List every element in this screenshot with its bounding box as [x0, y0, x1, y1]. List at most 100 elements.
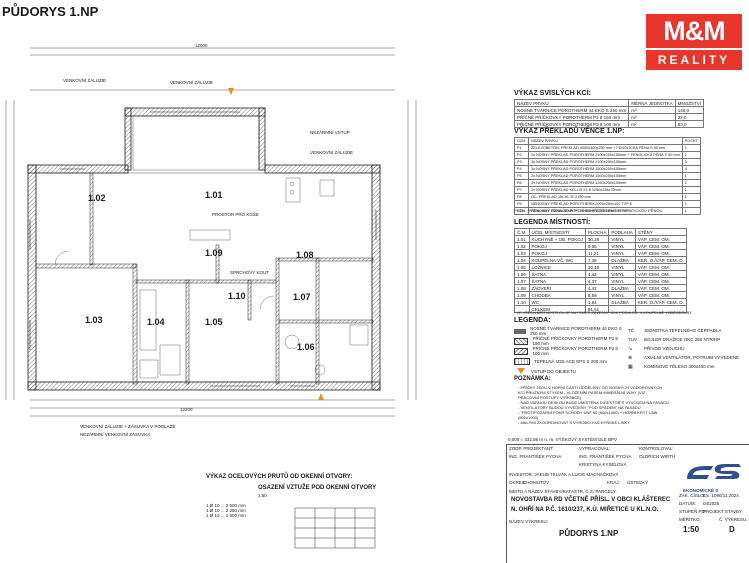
table-cell: 10,48 [584, 263, 610, 271]
osazeni-scale: 1:50 [258, 493, 267, 498]
vykaz-svislych-caption: VÝKAZ SVISLÝCH KCÍ: [514, 90, 592, 97]
table-cell: 1 [681, 151, 701, 159]
label-venk-zaluzie-b: VENKOVNÍ ZÁLUZIE [170, 80, 214, 85]
prut-row: 1 Ø 10 ... 2 250 mm [206, 508, 246, 513]
table-cell: 9,65 [584, 242, 610, 250]
wall-swatch [514, 328, 527, 334]
wall-swatch [514, 347, 529, 355]
table-cell: 53,0 [674, 120, 704, 128]
osazeni-drawing [294, 507, 376, 549]
note-line: (600x1000) [518, 415, 539, 420]
tb-vyprac: ING. FRANTIŠEK PÝCHA [579, 454, 632, 459]
table-cell: 1 [681, 186, 701, 194]
label-bottom-note-a: VENKOVNÍ ZÁLUZIE + ZÁSUVKA V PODLAZE [80, 424, 176, 429]
tb-cvyk-lbl: Č. VÝKRESU: [719, 517, 748, 522]
table-cell: 1.10 [514, 298, 530, 306]
vykaz-prutu-caption: VÝKAZ OCELOVÝCH PRUTŮ OD OKENNÍ OTVORY: [206, 474, 353, 480]
table-cell: KER. O./VÁP. CEM. O. [634, 256, 687, 264]
prut-row: 1 Ø 10 ... 1 500 mm [206, 513, 246, 518]
legend-item: TEPELNÁ IZOLACE EPS S 200 mm [514, 356, 624, 366]
table-cell: 1.07 [514, 277, 530, 285]
table-cell: CHODBA [528, 291, 586, 299]
table-cell: KOUPELNA VČ. WC [528, 256, 586, 264]
osazeni-caption: OSAZENÍ VZTUŽE POD OKENNÍ OTVORY [258, 485, 377, 491]
tb-nazev-lbl: NÁZEV VÝKRESU: [509, 519, 549, 524]
table-header: POČET [681, 137, 701, 145]
table-cell: 4,42 [584, 284, 610, 292]
table-cell: DLAŽBA [608, 298, 636, 306]
table-cell: VINYL [608, 277, 636, 285]
mistnosti-note: * VE VŠECH MÍSTNOSTECH JE NA POJETÍ ZÁVĚ… [514, 311, 692, 315]
table-cell: VÁP. CEM. OM. [634, 249, 687, 257]
table-cell: P6 [513, 179, 530, 187]
table-cell: 3 [681, 158, 701, 166]
table-header: MNOŽSTVÍ [674, 99, 704, 107]
dim-top: 12000 [195, 43, 208, 48]
table-header: ÚČEL MÍSTNOSTI [528, 228, 586, 236]
tb-stavba2: N. OHŘÍ NA P.Č. 1610/237, K.Ú. MIŘETICE … [511, 507, 659, 513]
tb-datum-lbl: DATUM: [679, 501, 696, 506]
table-cell: POKOJ [528, 249, 586, 257]
tb-zodp-lbl: ZODP. PROJEKTANT: [509, 446, 554, 451]
table-cell: 1 [681, 200, 701, 208]
tb-zodp: ING. FRANTIŠEK PÝCHA [509, 454, 562, 459]
table-cell: 2x NOSNÝ PŘEKLAD KELLIX 21.8 1250x238x70… [528, 186, 683, 194]
note-line: - VENTILÁTORY BUDOU VYVEDENY "POD SPÁDEM… [518, 405, 641, 410]
legend-item: NOSNÉ TVÁRNICE POROTHERM 44 EKO S 250 mm [514, 326, 624, 336]
table-cell: 4,42 [584, 270, 610, 278]
table-cell: P10 [513, 207, 530, 215]
table-cell: VINYL [608, 242, 636, 250]
tb-cislo-lbl: ZAK. ČÍSLO: [679, 493, 706, 498]
table-cell: 1.03 [514, 249, 530, 257]
table-header: PLOCHA [584, 228, 610, 236]
table-cell: VÁP. CEM. OM. [634, 235, 687, 243]
note-line: - NAD VARNOU DESKOU BUDE UMÍSTĚNA DIGEST… [518, 400, 669, 405]
legend-item: PŘÍČNÉ PŘÍČKOVKY POROTHERM P2 8 150 mm [514, 336, 624, 346]
table-cell: m² [628, 106, 676, 114]
table-cell: LOŽNICE [528, 263, 586, 271]
label-bottom-note-b: NEZÁRMNÍ VENKOVNÍ ZÁSUVKA [80, 432, 151, 437]
table-cell: ŠATNA [528, 277, 586, 285]
legend-item: PŘÍČNÉ PŘÍČKOVKY POROTHERM P3 8 100 mm [514, 346, 624, 356]
tb-datum: 04/2025 [703, 501, 720, 506]
tb-cvyk: D [729, 525, 735, 534]
tb-kraj: ÚSTECKÝ [627, 480, 649, 485]
table-header: Č.M. [514, 228, 530, 236]
insulation-swatch [514, 357, 530, 365]
title-block: ZODP. PROJEKTANT: ING. FRANTIŠEK PÝCHA V… [506, 444, 749, 563]
dim-bottom: 12200 [180, 407, 193, 412]
table-cell: 32,0 [674, 113, 704, 121]
table-cell: m² [628, 120, 676, 128]
table-cell: 8,58 [584, 291, 610, 299]
table-header: PODLAHA [608, 228, 636, 236]
table-cell: PŘÍČNÉ PŘÍČKOVKY POROTHERM P3 8 100 mm [513, 120, 630, 128]
table-cell: P7 [513, 186, 530, 194]
table-cell: NENOSNÝ PŘEKLAD POROTHERM 2000x250x100 T… [528, 200, 683, 208]
label-sprch: SPRCHOVÝ KOUT [230, 270, 270, 275]
tb-meritko-lbl: MĚŘÍTKO: [679, 517, 701, 522]
table-cell: VÁP. CEM. OM. [634, 242, 687, 250]
table-header: OZN. [513, 137, 530, 145]
tb-kontr: OLDŘICH WIRTH [639, 454, 676, 459]
table-cell: P5 [513, 172, 530, 180]
table-header: STĚNY [634, 228, 687, 236]
table-cell: OC. PŘEKLAD JÁCKL IE 2150 mm [528, 193, 683, 201]
prut-row: 1 Ø 10 ... 2 500 mm [206, 503, 246, 508]
mm-reality-logo: M&M REALITY [646, 14, 742, 72]
tb-nazev: PŮDORYS 1.NP [559, 529, 619, 538]
table-header: NÁZEV PRVKU [528, 137, 683, 145]
table-cell: ŽELEZOBETON. PŘEKLAD 4000x300x250 mm + F… [528, 144, 683, 152]
room-label: 1.01 [205, 190, 223, 200]
poznamka-text: - PŘÍČKY JSOU V HORNÍ ČÁSTI ODDĚLENY OD … [518, 385, 718, 425]
